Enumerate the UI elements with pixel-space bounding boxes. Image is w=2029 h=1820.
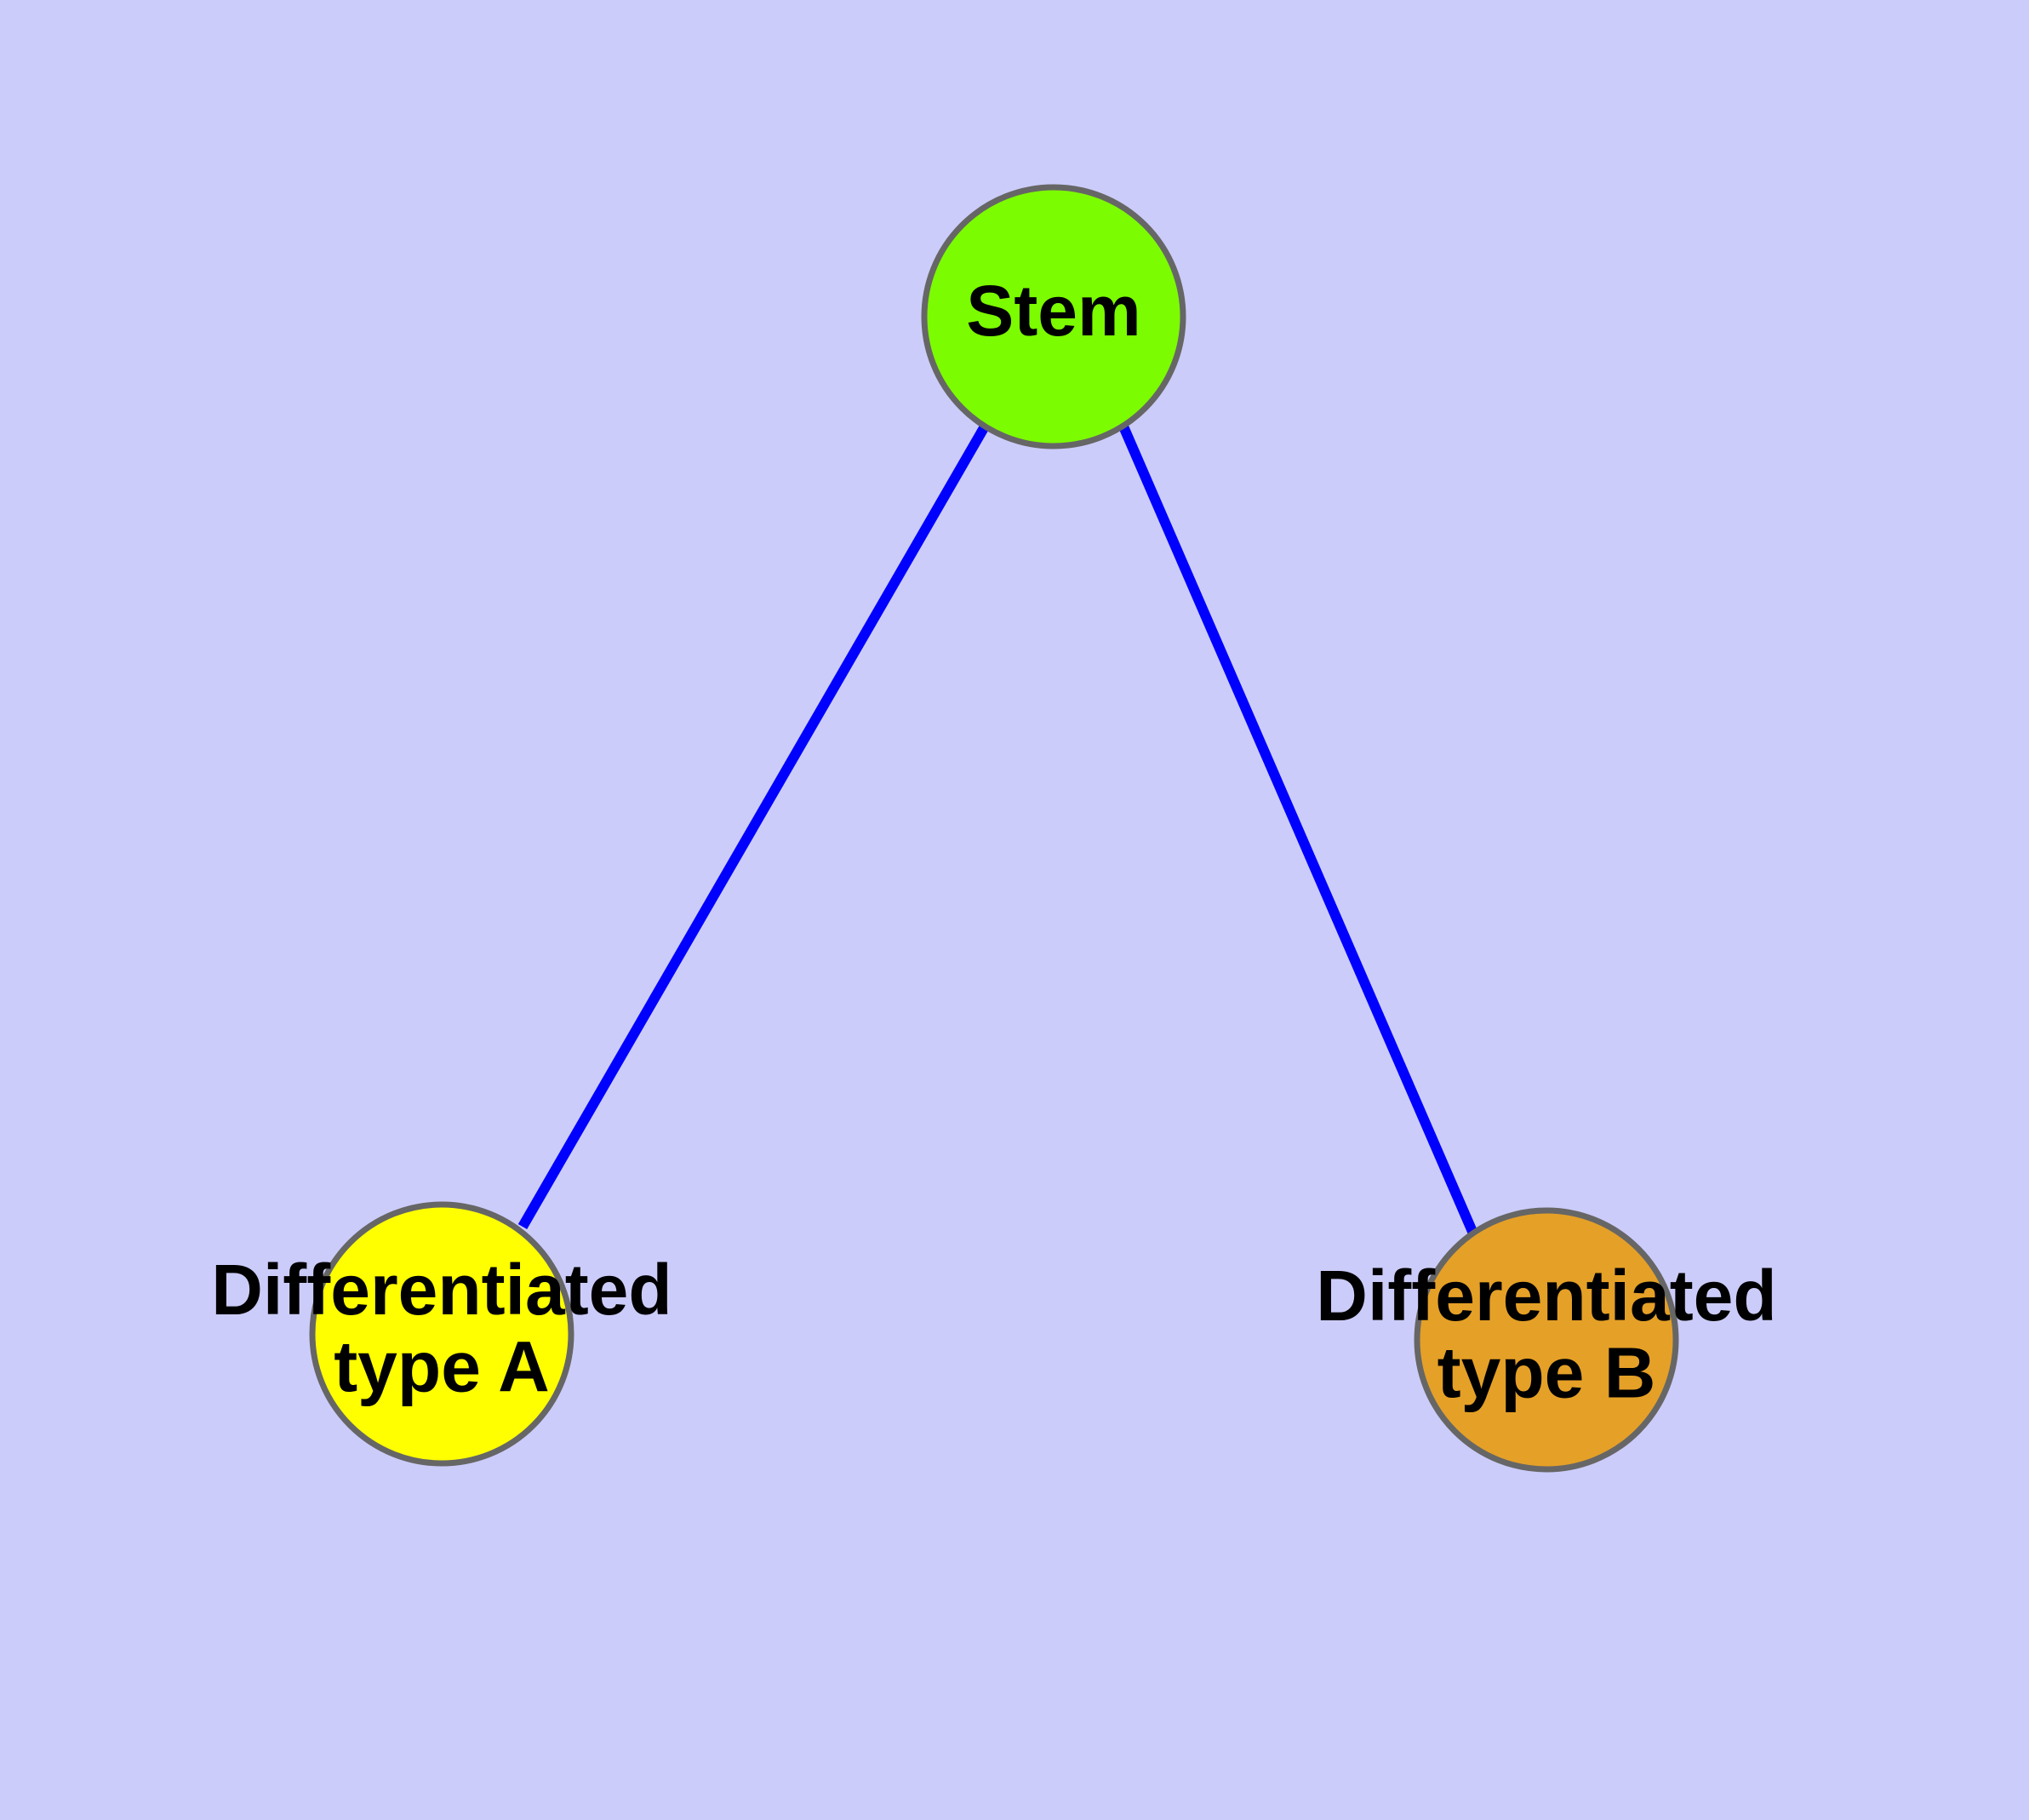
node-diff-b-label-line2: type B bbox=[1437, 1333, 1656, 1413]
node-stem[interactable]: Stem bbox=[921, 184, 1186, 449]
edge-stem-to-diff-b[interactable] bbox=[1118, 424, 1478, 1236]
node-stem-circle[interactable] bbox=[921, 184, 1186, 449]
edge-stem-to-diff-a[interactable] bbox=[517, 423, 990, 1230]
node-diff-a-label-line1: Differentiated bbox=[211, 1250, 672, 1330]
node-diff-a-circle[interactable] bbox=[309, 1201, 574, 1467]
node-diff-b[interactable] bbox=[1414, 1207, 1679, 1473]
node-diff-a-label-line2: type A bbox=[334, 1327, 550, 1407]
edges-layer bbox=[517, 423, 1478, 1236]
node-labels-layer: Differentiated type A Differentiated typ… bbox=[211, 1250, 1776, 1413]
node-diff-a[interactable] bbox=[309, 1201, 574, 1467]
node-diff-b-label-line1: Differentiated bbox=[1316, 1256, 1776, 1336]
node-stem-label-line1: Stem bbox=[966, 271, 1140, 351]
node-diff-b-circle[interactable] bbox=[1414, 1207, 1679, 1473]
nodes-layer: Stem Differentiated type A Differentiate… bbox=[211, 184, 1777, 1473]
